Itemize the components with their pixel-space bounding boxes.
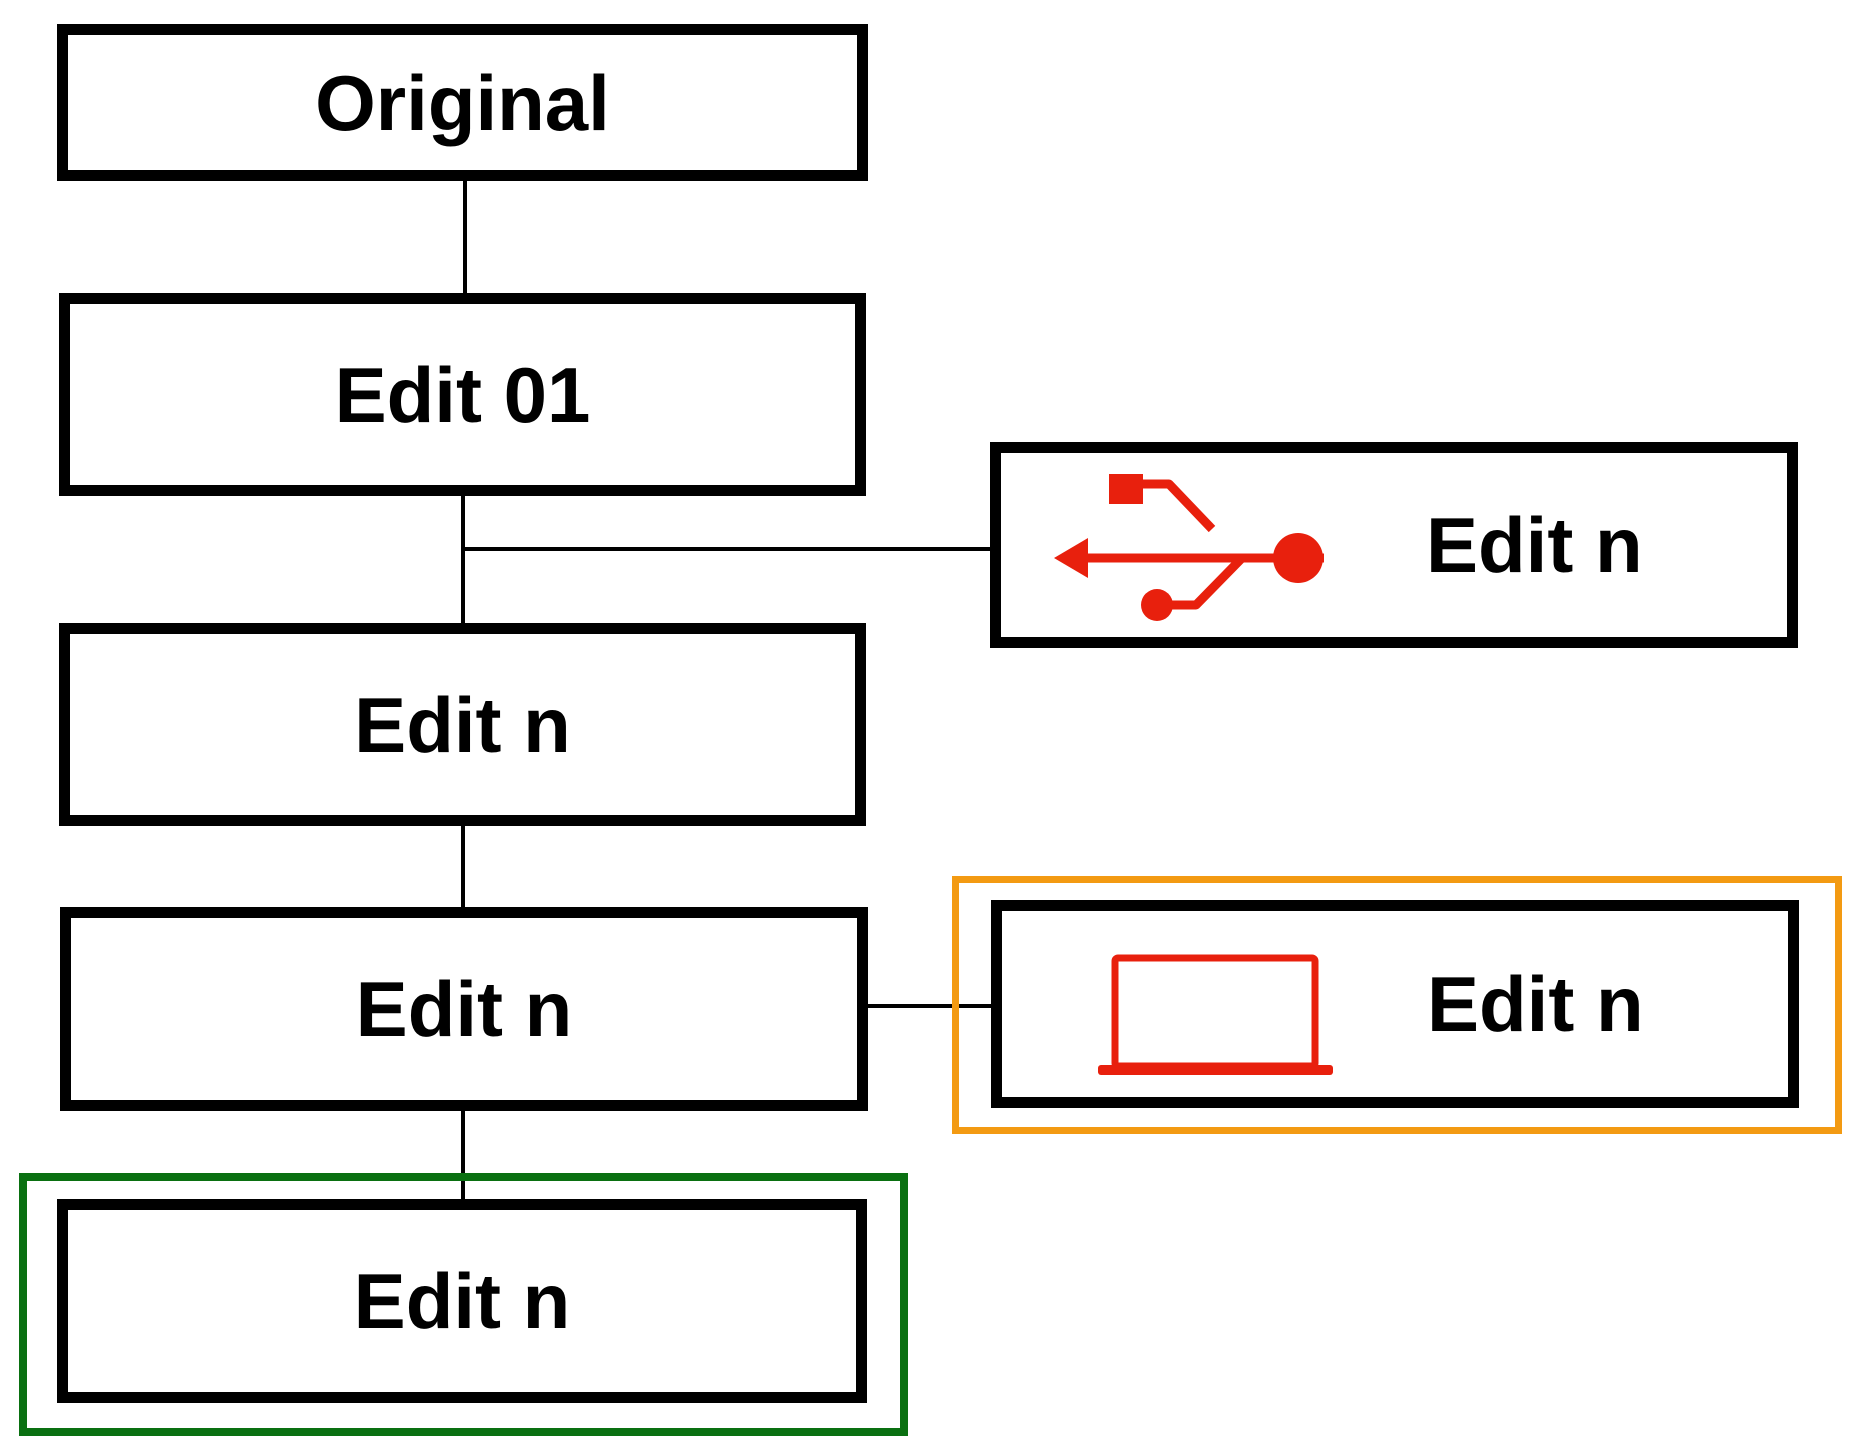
node-edit-n-final: Edit n [57,1199,867,1403]
node-edit-n: Edit n [59,623,866,826]
node-edit-n-usb: Edit n [990,442,1798,648]
usb-icon [1054,474,1324,621]
node-label: Edit n [1427,960,1644,1048]
node-label: Original [315,58,610,147]
node-edit-01: Edit 01 [59,293,866,496]
node-edit-n: Edit n [60,907,868,1111]
node-label: Edit n [1426,501,1643,589]
node-original: Original [57,24,868,181]
node-label: Edit n [355,965,573,1053]
node-label: Edit n [353,1257,571,1345]
node-label: Edit 01 [334,350,591,439]
node-edit-n-laptop: Edit n [991,900,1799,1108]
node-label: Edit n [354,680,571,769]
highlight-frame-orange [952,876,1842,1134]
laptop-icon [1098,954,1333,1075]
highlight-frame-green [19,1173,908,1436]
